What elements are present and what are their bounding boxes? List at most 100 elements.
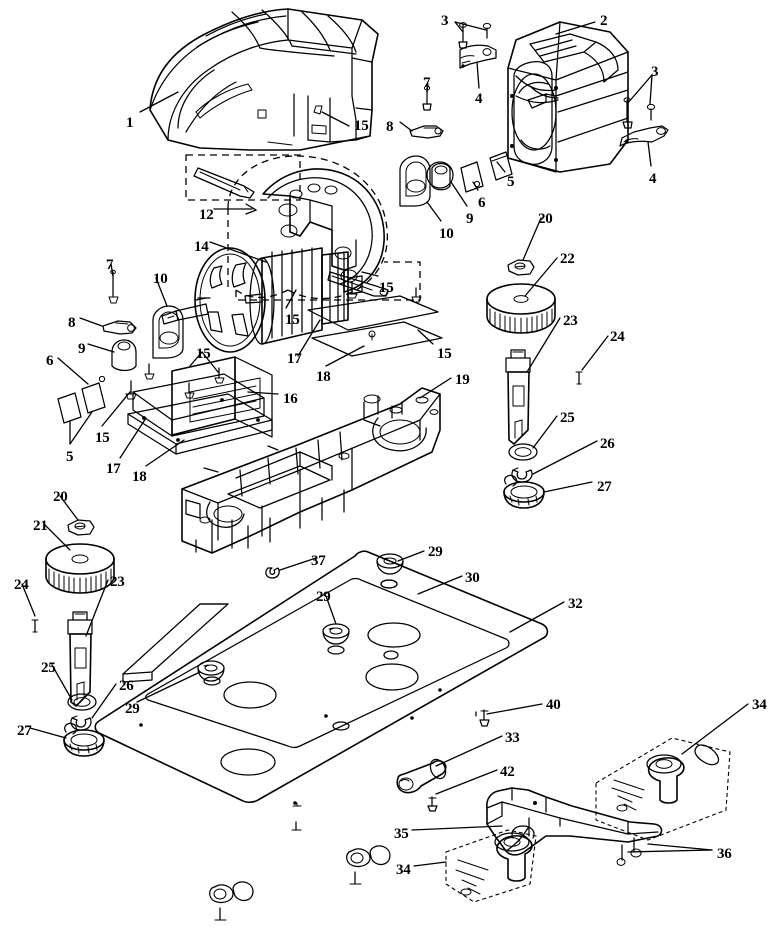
callout-15-f: 15 xyxy=(437,346,452,362)
part-screw-15-right-stack xyxy=(411,287,422,303)
callout-26-b: 26 xyxy=(119,678,134,694)
part-washer-30 xyxy=(380,579,398,589)
callout-26-a: 26 xyxy=(600,436,615,452)
part-screw-3-left-b xyxy=(482,22,492,39)
part-grommet-9-right xyxy=(426,161,454,191)
part-grommet-29-b xyxy=(322,623,350,645)
part-gasket-17-right xyxy=(307,295,439,331)
callout-24-a: 24 xyxy=(610,329,625,345)
callout-36: 36 xyxy=(717,846,732,862)
callout-40: 40 xyxy=(546,697,561,713)
part-terminal-lead-8-left xyxy=(102,320,137,335)
callout-8-a: 8 xyxy=(386,119,394,135)
part-clamp-42-bottom-center xyxy=(346,845,391,868)
callout-7-b: 7 xyxy=(106,257,114,273)
part-base-plate-32 xyxy=(94,550,549,807)
part-screw-40 xyxy=(479,709,490,727)
callout-10-b: 10 xyxy=(153,271,168,287)
callout-16: 16 xyxy=(283,391,298,407)
part-grommet-9-left xyxy=(111,339,137,372)
callout-6-a: 6 xyxy=(478,195,486,211)
part-gasket-17-left xyxy=(132,373,265,437)
part-gear-case-19 xyxy=(181,387,441,554)
callout-42: 42 xyxy=(500,764,515,780)
callout-3-b: 3 xyxy=(651,64,659,80)
part-washer-25-left xyxy=(67,693,97,711)
callout-29-b: 29 xyxy=(316,589,331,605)
callout-15-e: 15 xyxy=(196,346,211,362)
part-motor-housing xyxy=(507,21,629,173)
callout-24-b: 24 xyxy=(14,577,29,593)
callout-5-b: 5 xyxy=(66,449,74,465)
part-screw-bottom-left xyxy=(214,907,227,921)
callout-1: 1 xyxy=(126,115,134,131)
part-insulator-6-left xyxy=(81,382,106,414)
part-screw-15-left-lower xyxy=(125,380,137,400)
callout-20-a: 20 xyxy=(538,211,553,227)
part-foot-pad-34-upper xyxy=(595,737,731,841)
callout-14: 14 xyxy=(194,239,209,255)
part-washer-25-right xyxy=(508,443,538,461)
part-mounting-bracket-upper-right xyxy=(619,125,669,147)
part-brush-holder-10-left xyxy=(152,305,184,359)
callout-33: 33 xyxy=(505,730,520,746)
part-baffle-16 xyxy=(171,356,273,438)
part-screw-36-a xyxy=(630,837,642,858)
callout-35: 35 xyxy=(394,826,409,842)
part-end-plate-18-right xyxy=(311,321,443,357)
callout-15-b: 15 xyxy=(379,280,394,296)
callout-9-a: 9 xyxy=(466,211,474,227)
callout-18-b: 18 xyxy=(316,369,331,385)
callout-17-b: 17 xyxy=(287,351,302,367)
callout-6-b: 6 xyxy=(46,353,54,369)
callout-22: 22 xyxy=(560,251,575,267)
part-bearing-cap-27-left xyxy=(63,722,105,757)
detail-slotted-rod-12 xyxy=(193,167,255,199)
callout-18-a: 18 xyxy=(132,469,147,485)
callout-29-a: 29 xyxy=(125,701,140,717)
part-grommet-29-a xyxy=(376,553,404,575)
part-screw-bottom-center xyxy=(349,871,362,885)
callout-34-b: 34 xyxy=(396,862,411,878)
callout-25-b: 25 xyxy=(41,660,56,676)
callout-29-c: 29 xyxy=(428,544,443,560)
callout-30: 30 xyxy=(465,570,480,586)
callout-10-a: 10 xyxy=(439,226,454,242)
part-mounting-bracket-upper-left xyxy=(459,44,497,69)
part-brush-plate-5-right xyxy=(489,151,513,181)
callout-17-a: 17 xyxy=(106,461,121,477)
callout-37: 37 xyxy=(311,553,326,569)
part-insulator-6-right xyxy=(460,161,484,193)
leader-lines xyxy=(21,21,749,867)
callout-4-b: 4 xyxy=(649,171,657,187)
callout-7-a: 7 xyxy=(423,75,431,91)
callout-25-a: 25 xyxy=(560,410,575,426)
callout-23-b: 23 xyxy=(110,574,125,590)
callout-32: 32 xyxy=(568,596,583,612)
part-retaining-ring-26-left xyxy=(70,715,92,731)
callout-15-d: 15 xyxy=(95,430,110,446)
part-gear-22-right xyxy=(486,283,556,334)
part-clamp-34-bottom-left xyxy=(209,881,254,904)
part-screw-on-plate-lower xyxy=(291,821,302,831)
callout-5-a: 5 xyxy=(507,174,515,190)
part-handle-tube-33 xyxy=(396,758,447,794)
callout-20-b: 20 xyxy=(53,489,68,505)
part-nut-20-left xyxy=(67,519,95,536)
part-screw-42-lower xyxy=(427,796,438,812)
part-gear-21-left xyxy=(45,543,115,594)
callout-15-c: 15 xyxy=(285,312,300,328)
part-nut-20-right xyxy=(507,259,535,276)
part-screws-15-baffle xyxy=(144,363,225,399)
part-end-plate-18-left xyxy=(127,393,273,455)
callout-4-a: 4 xyxy=(475,91,483,107)
part-shaft-23-left xyxy=(67,611,93,707)
part-grommet-29-c xyxy=(197,660,225,682)
part-blower-housing-cover xyxy=(149,8,379,151)
callout-23-a: 23 xyxy=(563,313,578,329)
part-yoke-bracket-35 xyxy=(486,787,663,856)
part-foot-pad-34-lower xyxy=(445,829,537,903)
part-clip-37 xyxy=(265,567,280,579)
